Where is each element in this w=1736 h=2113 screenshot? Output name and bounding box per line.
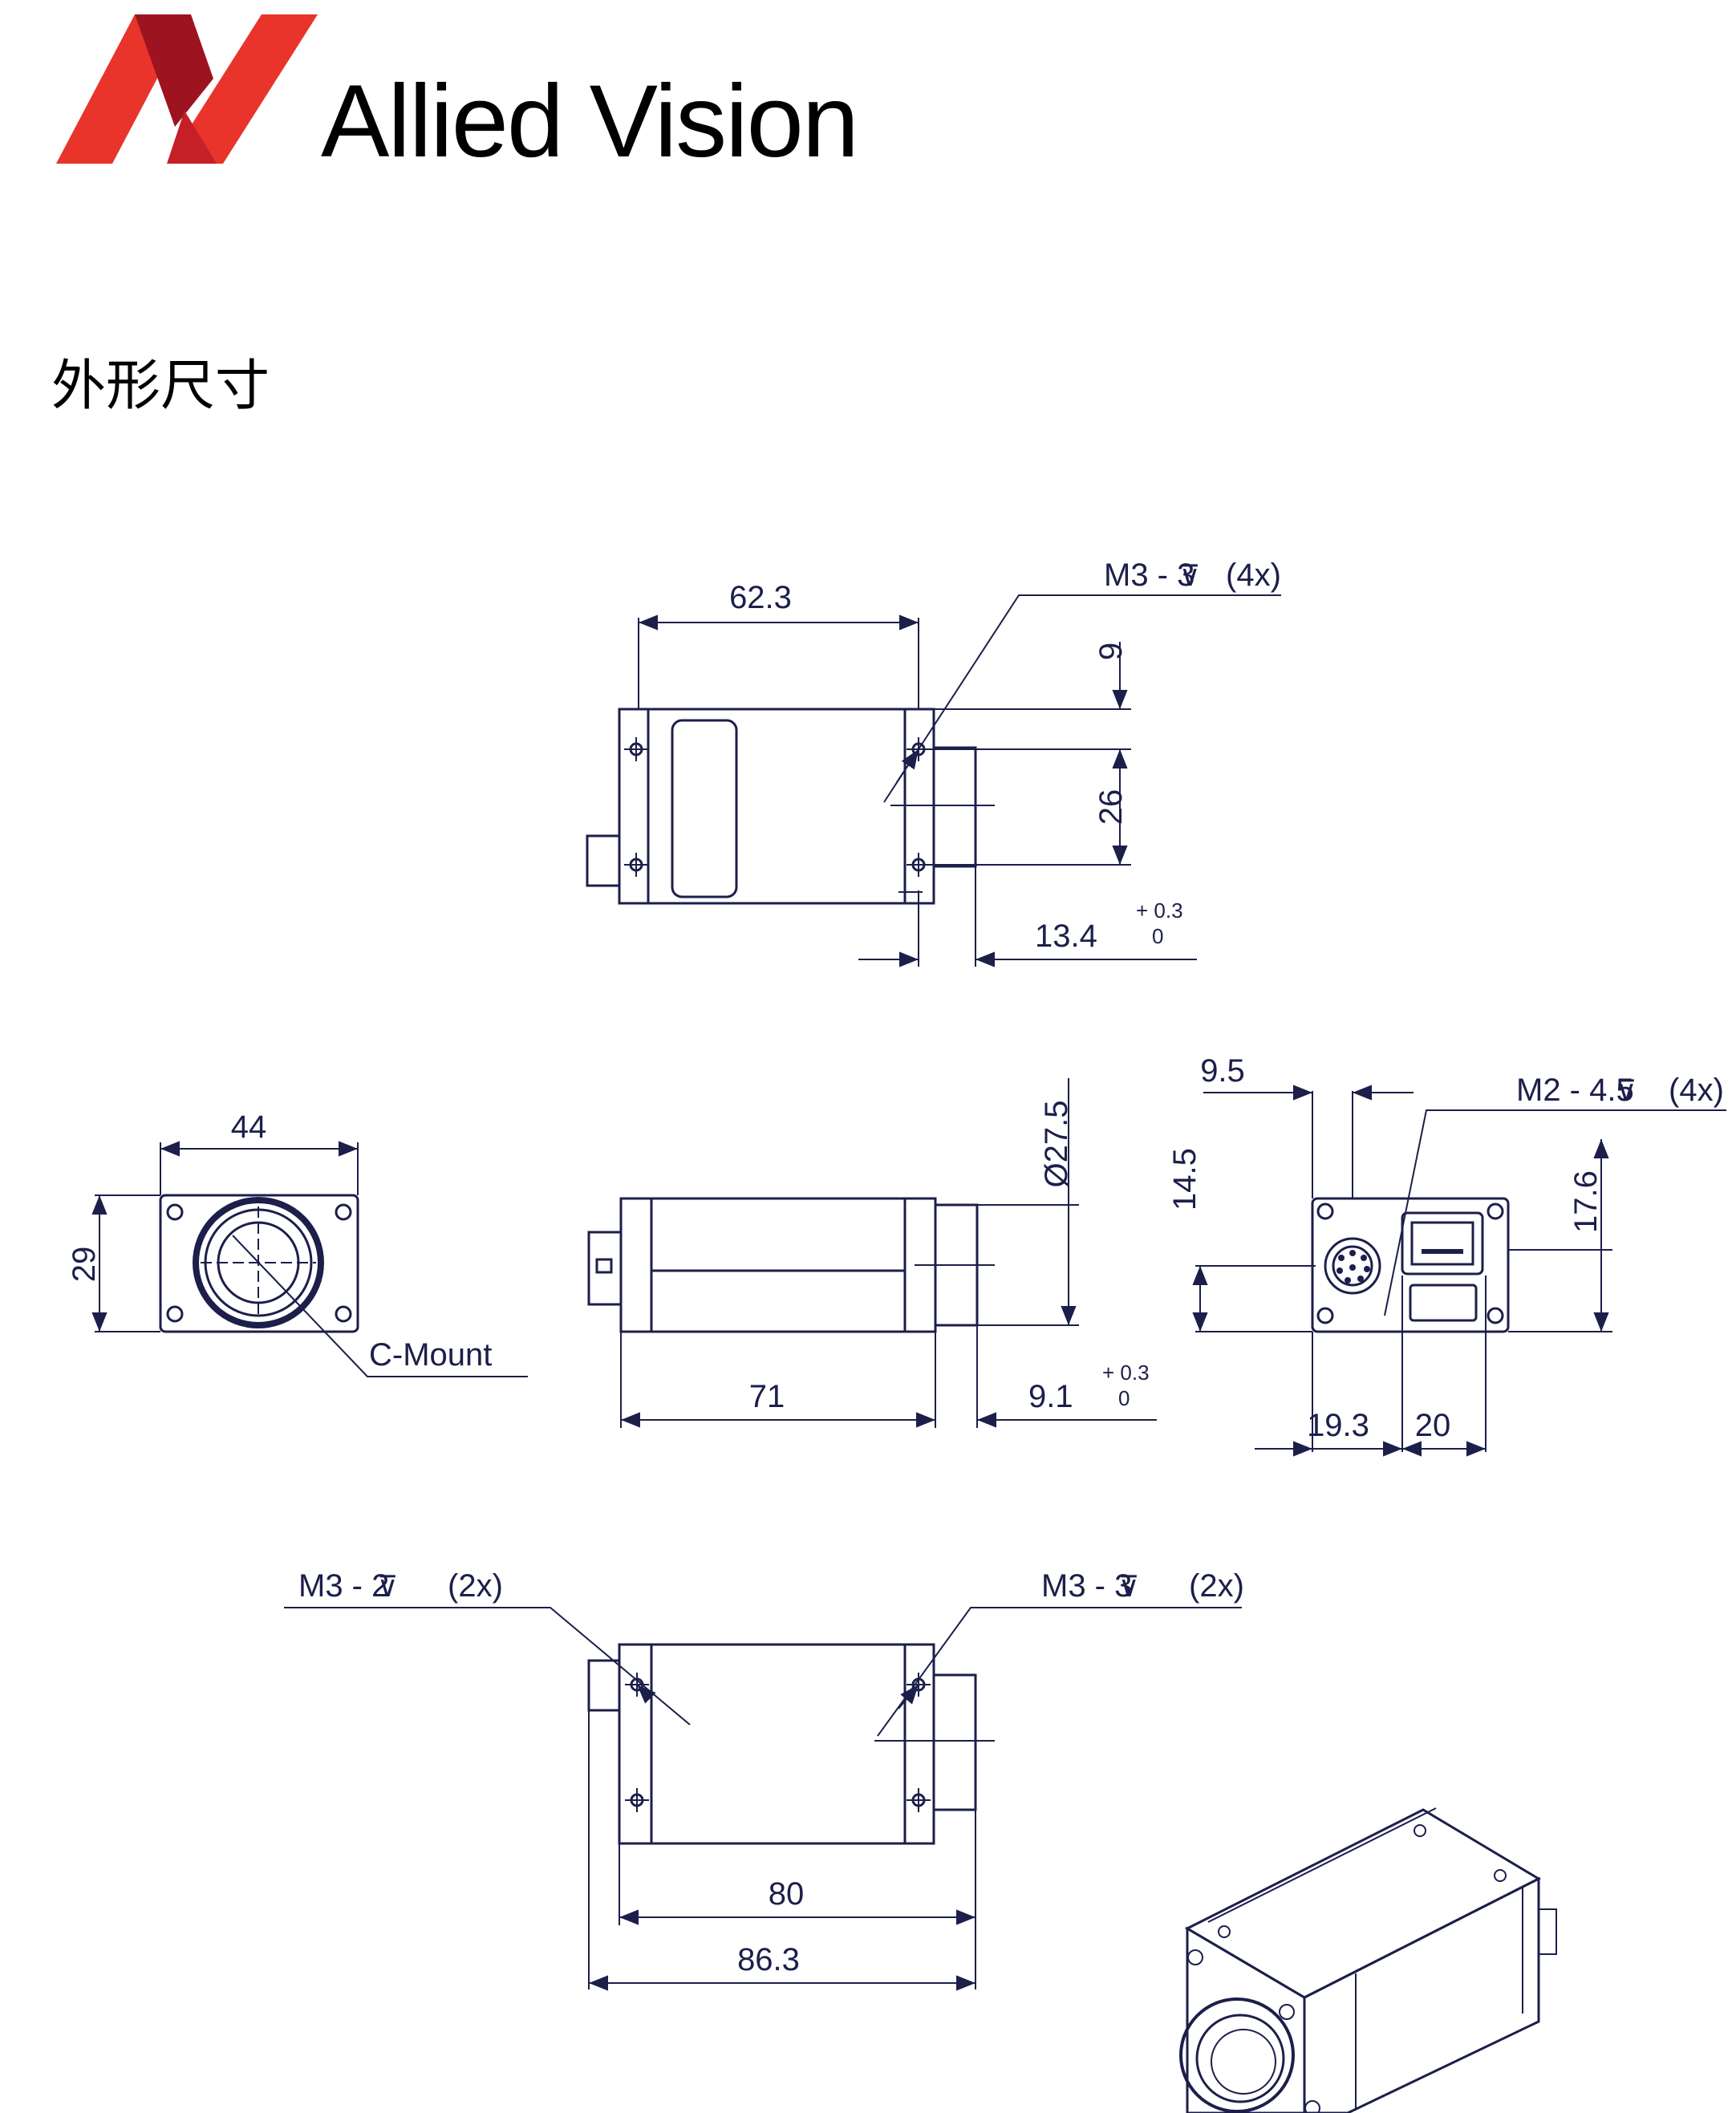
tol-plus: + 0.3 — [1102, 1361, 1150, 1385]
front-hole — [335, 1203, 352, 1221]
left-thread-callout: M3 - 2 — [298, 1568, 389, 1604]
depth-symbol: ⊽ — [1616, 1074, 1637, 1107]
c-mount-label: C-Mount — [369, 1337, 492, 1373]
dim-height-29: 29 — [67, 1247, 102, 1283]
dim-height-17-6: 17.6 — [1568, 1170, 1604, 1233]
dim-offset-9: 9 — [1093, 643, 1129, 660]
bottom-connector — [587, 1659, 621, 1712]
right-thread-callout: M3 - 3 — [1041, 1568, 1132, 1604]
dim-diameter-27-5: Ø27.5 — [1039, 1101, 1074, 1188]
thread-count: (4x) — [1226, 558, 1281, 593]
dim-width-20: 20 — [1415, 1408, 1451, 1443]
rear-view-labels: 9.5 M2 - 4.5 ⊽ (4x) 14.5 17.6 19.3 20 — [1167, 1053, 1724, 1443]
rear-hole — [1316, 1307, 1334, 1324]
dim-length-80: 80 — [769, 1876, 805, 1912]
front-view — [91, 1141, 528, 1377]
logo-right-stroke — [167, 14, 318, 164]
bottom-view — [284, 1607, 1242, 1991]
ethernet-port — [1401, 1211, 1484, 1276]
side-body — [619, 1197, 937, 1333]
rear-view — [1192, 1085, 1726, 1457]
front-hole — [166, 1305, 184, 1323]
bottom-body — [618, 1643, 935, 1845]
depth-symbol: ⊽ — [377, 1570, 398, 1603]
dim-length-62-3: 62.3 — [729, 580, 792, 615]
dim-offset-9-5: 9.5 — [1200, 1053, 1245, 1089]
left-thread-count: (2x) — [448, 1568, 503, 1604]
top-label-window — [671, 719, 738, 898]
dim-flange-13-4: 13.4 — [1035, 919, 1097, 954]
bottom-lens-stub — [932, 1673, 977, 1811]
tol-plus: + 0.3 — [1136, 898, 1183, 923]
dim-length-86-3: 86.3 — [737, 1942, 800, 1977]
page-title: 外形尺寸 — [51, 355, 270, 418]
dim-hole-spacing-26: 26 — [1093, 789, 1129, 825]
io-connector-pins — [1336, 1250, 1370, 1284]
bottom-view-labels: M3 - 2 ⊽ (2x) M3 - 3 ⊽ (2x) 80 86.3 — [298, 1568, 1244, 1977]
rear-hole — [1487, 1307, 1504, 1324]
top-lens-stub — [932, 746, 977, 868]
right-thread-count: (2x) — [1189, 1568, 1244, 1604]
iso-front-face — [1186, 1926, 1306, 2113]
logo-diagonal-stroke — [135, 14, 213, 127]
front-view-labels: 44 29 C-Mount — [67, 1109, 492, 1373]
depth-symbol: ⊽ — [1118, 1570, 1139, 1603]
side-connector — [587, 1231, 623, 1306]
iso-lens-inner — [1195, 2014, 1285, 2103]
dim-flange-9-1: 9.1 — [1028, 1379, 1073, 1414]
rear-label-area — [1409, 1284, 1478, 1322]
logo-shadow — [167, 111, 217, 164]
iso-top-face — [1184, 1808, 1542, 1999]
c-mount-ring — [193, 1197, 324, 1328]
dim-width-44: 44 — [231, 1109, 267, 1145]
dim-offset-19-3: 19.3 — [1307, 1408, 1369, 1443]
iso-lens-outer — [1179, 1997, 1295, 2113]
dim-offset-14-5: 14.5 — [1167, 1148, 1203, 1211]
top-body — [618, 708, 935, 905]
thread-callout: M2 - 4.5 — [1516, 1073, 1634, 1108]
allied-vision-logo — [56, 14, 318, 164]
top-view — [586, 594, 1281, 967]
side-view — [587, 1078, 1157, 1428]
iso-side-face — [1303, 1876, 1540, 2113]
side-view-labels: Ø27.5 71 9.1 + 0.3 0 — [749, 1101, 1150, 1414]
front-plate — [159, 1194, 359, 1333]
brand-name: Allied Vision — [321, 64, 859, 179]
tol-minus: 0 — [1118, 1386, 1130, 1410]
depth-symbol: ⊽ — [1179, 559, 1200, 592]
top-view-labels: 62.3 M3 - 3 ⊽ (4x) 9 26 13.4 + 0.3 0 — [729, 558, 1281, 954]
isometric-view — [1179, 1807, 1557, 2113]
rear-hole — [1316, 1203, 1334, 1220]
front-hole — [335, 1305, 352, 1323]
dim-body-71: 71 — [749, 1379, 785, 1414]
tol-minus: 0 — [1152, 924, 1163, 948]
rear-hole — [1487, 1203, 1504, 1220]
top-connector — [586, 834, 621, 887]
thread-callout: M3 - 3 — [1104, 558, 1195, 593]
front-hole — [166, 1203, 184, 1221]
thread-count: (4x) — [1669, 1073, 1724, 1108]
io-connector — [1324, 1237, 1381, 1295]
